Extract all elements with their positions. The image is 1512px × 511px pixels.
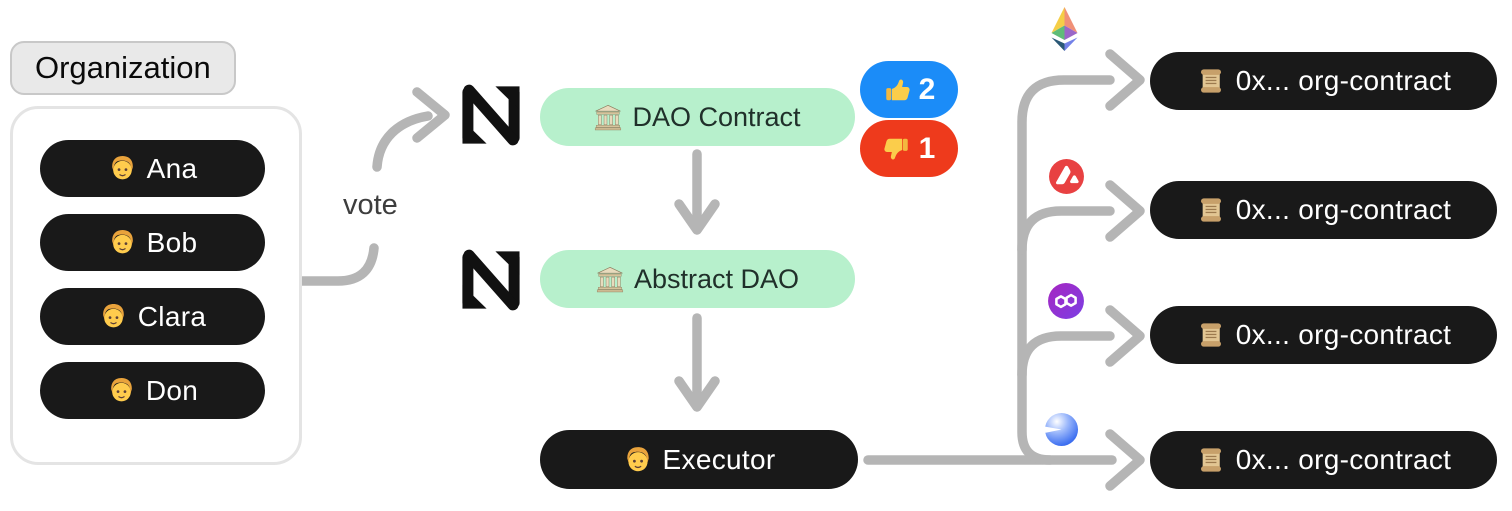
member-name: Don xyxy=(145,374,199,406)
member-name: Bob xyxy=(146,226,198,258)
vote-arrowhead xyxy=(412,87,450,143)
org-contract-polygon[interactable]: 0x... org-contract xyxy=(1150,306,1497,364)
upvote-count: 2 xyxy=(918,72,936,106)
near-icon xyxy=(458,247,524,313)
org-contract-avalanche[interactable]: 0x... org-contract xyxy=(1150,181,1497,239)
person-icon xyxy=(623,445,653,475)
downvote-count: 1 xyxy=(918,131,936,165)
contract-label: 0x... org-contract xyxy=(1235,319,1452,350)
organization-label: Organization xyxy=(10,41,236,95)
executor-label: Executor xyxy=(662,443,776,475)
classical-building-icon xyxy=(594,103,622,131)
person-icon xyxy=(108,228,137,257)
scroll-icon xyxy=(1196,320,1226,350)
member-name: Clara xyxy=(137,300,207,332)
classical-building-icon xyxy=(596,265,624,293)
thumbs-up-icon xyxy=(883,76,911,104)
thumbs-down-badge[interactable]: 1 xyxy=(860,120,958,177)
contract-label: 0x... org-contract xyxy=(1235,444,1452,475)
abstract-dao-node[interactable]: Abstract DAO xyxy=(540,250,855,308)
executor-node[interactable]: Executor xyxy=(540,430,858,489)
scroll-icon xyxy=(1196,445,1226,475)
vote-label: vote xyxy=(343,189,398,221)
branch-2 xyxy=(1017,206,1115,255)
contract-label: 0x... org-contract xyxy=(1235,194,1452,225)
member-name: Ana xyxy=(146,152,198,184)
vote-curve-upper xyxy=(372,111,433,172)
person-icon xyxy=(108,154,137,183)
member-pill-bob[interactable]: Bob xyxy=(40,214,265,271)
branch-trunk xyxy=(1017,75,1115,465)
thumbs-up-badge[interactable]: 2 xyxy=(860,61,958,118)
dao-contract-node[interactable]: DAO Contract xyxy=(540,88,855,146)
thumbs-down-icon xyxy=(883,135,911,163)
person-icon xyxy=(99,302,128,331)
member-pill-don[interactable]: Don xyxy=(40,362,265,419)
scroll-icon xyxy=(1196,66,1226,96)
avalanche-icon xyxy=(1048,158,1085,195)
branch-3 xyxy=(1017,331,1115,380)
base-icon xyxy=(1044,412,1079,447)
org-contract-ethereum[interactable]: 0x... org-contract xyxy=(1150,52,1497,110)
member-pill-ana[interactable]: Ana xyxy=(40,140,265,197)
polygon-icon xyxy=(1047,282,1085,320)
org-contract-base[interactable]: 0x... org-contract xyxy=(1150,431,1497,489)
vote-curve-lower xyxy=(297,243,379,286)
contract-label: 0x... org-contract xyxy=(1235,65,1452,96)
abstract-dao-label: Abstract DAO xyxy=(633,263,800,294)
dao-contract-label: DAO Contract xyxy=(632,101,801,132)
near-icon xyxy=(458,82,524,148)
ethereum-icon xyxy=(1049,6,1080,52)
scroll-icon xyxy=(1196,195,1226,225)
member-pill-clara[interactable]: Clara xyxy=(40,288,265,345)
person-icon xyxy=(107,376,136,405)
